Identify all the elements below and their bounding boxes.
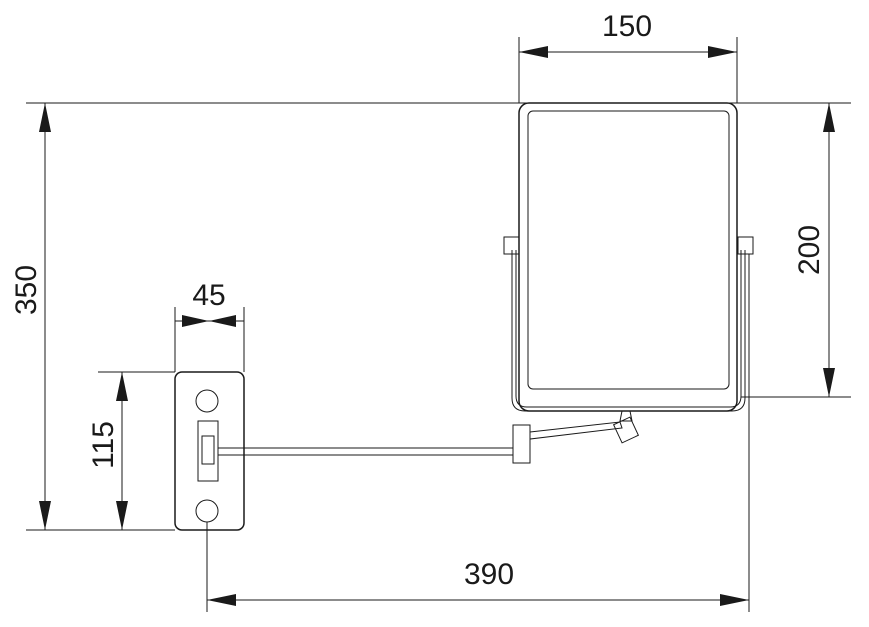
dim-bracket-height: 115 (87, 372, 128, 530)
dim-total-height-label: 350 (10, 265, 43, 315)
mirror-glass (527, 110, 730, 390)
arm-joint (512, 424, 531, 464)
arm-hinge (197, 420, 219, 482)
mirror-stand (511, 250, 746, 412)
dim-bracket-width-label: 45 (192, 279, 225, 312)
dim-mirror-width-label: 150 (602, 10, 652, 43)
extension-lines (26, 37, 851, 612)
dim-mirror-width: 150 (519, 10, 737, 58)
bracket-plate (174, 371, 245, 531)
dim-mirror-height-label: 200 (793, 225, 826, 275)
dim-arm-length: 390 (207, 558, 749, 606)
left-pivot (503, 236, 520, 255)
wall-bracket (174, 371, 245, 531)
dim-bracket-width: 45 (175, 279, 244, 327)
swing-arm (218, 410, 640, 464)
mirror-frame (518, 102, 738, 412)
dim-arm-length-label: 390 (464, 558, 514, 591)
mirror (503, 102, 754, 412)
dim-bracket-height-label: 115 (87, 421, 120, 469)
arm-link (529, 421, 623, 440)
dim-mirror-height: 200 (793, 103, 835, 397)
right-pivot (737, 236, 754, 255)
bottom-screw (195, 499, 219, 523)
dim-total-height: 350 (10, 103, 51, 530)
top-screw (195, 389, 219, 413)
